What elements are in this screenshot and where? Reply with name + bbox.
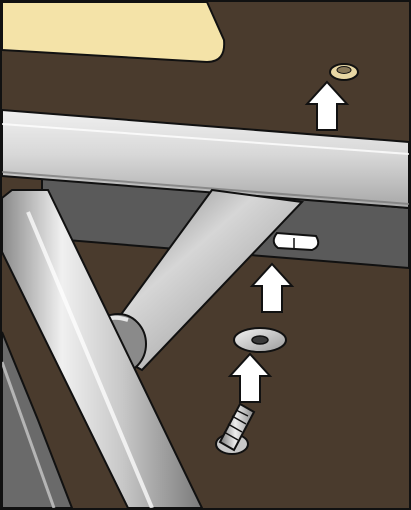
washer (234, 328, 286, 352)
threaded-insert (330, 64, 358, 80)
slot-hole (274, 233, 319, 250)
